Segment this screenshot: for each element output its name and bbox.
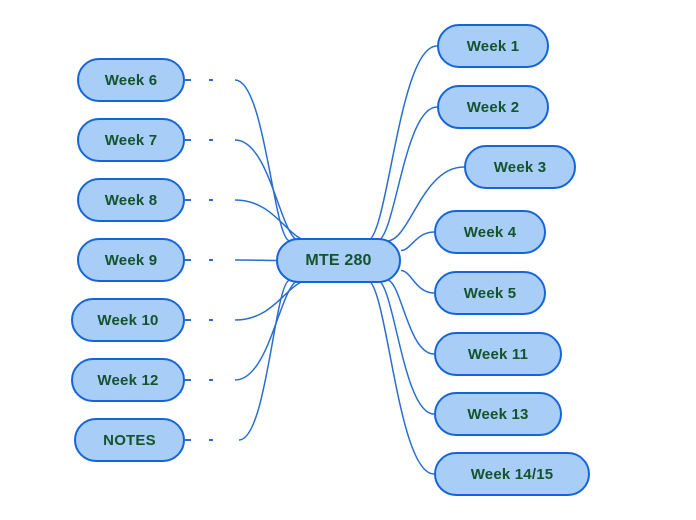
node-week-14-15[interactable]: Week 14/15	[434, 452, 590, 496]
node-week-12[interactable]: Week 12	[71, 358, 185, 402]
center-node[interactable]: MTE 280	[276, 238, 401, 283]
connector-curve	[234, 199, 311, 242]
connector-curve	[376, 279, 435, 415]
connector-curve	[234, 279, 301, 381]
node-label: Week 12	[97, 371, 159, 389]
node-label: NOTES	[103, 431, 156, 449]
connector-stub	[185, 139, 191, 141]
node-label: Week 1	[466, 37, 520, 55]
node-week-5[interactable]: Week 5	[434, 271, 546, 315]
node-week-10[interactable]: Week 10	[71, 298, 185, 342]
connector-stub	[185, 199, 191, 201]
node-label: Week 2	[466, 98, 520, 116]
node-label: Week 13	[467, 405, 529, 423]
node-label: Week 14/15	[470, 465, 554, 483]
connector-curve	[234, 259, 277, 262]
node-label: Week 3	[493, 158, 547, 176]
node-week-9[interactable]: Week 9	[77, 238, 185, 282]
connector-stub	[209, 79, 213, 81]
node-week-3[interactable]: Week 3	[464, 145, 576, 189]
node-label: Week 7	[104, 131, 158, 149]
node-week-1[interactable]: Week 1	[437, 24, 549, 68]
node-week-4[interactable]: Week 4	[434, 210, 546, 254]
node-label: Week 5	[463, 284, 517, 302]
node-label: MTE 280	[305, 251, 372, 269]
node-label: Week 9	[104, 251, 158, 269]
connector-curve	[386, 279, 435, 355]
connector-curve	[366, 45, 438, 242]
connector-stub	[185, 259, 191, 261]
connector-stub	[209, 259, 213, 261]
node-week-13[interactable]: Week 13	[434, 392, 562, 436]
connector-curve	[400, 269, 435, 294]
connector-curve	[234, 139, 301, 242]
connector-stub	[209, 439, 213, 441]
connector-curve	[376, 106, 438, 242]
node-week-2[interactable]: Week 2	[437, 85, 549, 129]
node-label: Week 11	[467, 345, 529, 363]
node-week-8[interactable]: Week 8	[77, 178, 185, 222]
connector-stub	[185, 79, 191, 81]
node-label: Week 10	[97, 311, 159, 329]
node-label: Week 6	[104, 71, 158, 89]
connector-curve	[234, 79, 291, 242]
connector-stub	[185, 439, 191, 441]
connector-stub	[209, 319, 213, 321]
connector-stub	[185, 379, 191, 381]
connector-stub	[185, 319, 191, 321]
connector-curve	[366, 279, 435, 475]
node-label: Week 4	[463, 223, 517, 241]
connector-curve	[238, 279, 291, 441]
node-week-7[interactable]: Week 7	[77, 118, 185, 162]
connector-stub	[209, 379, 213, 381]
node-label: Week 8	[104, 191, 158, 209]
node-notes[interactable]: NOTES	[74, 418, 185, 462]
node-week-6[interactable]: Week 6	[77, 58, 185, 102]
connector-stub	[209, 199, 213, 201]
connector-curve	[400, 231, 435, 252]
node-week-11[interactable]: Week 11	[434, 332, 562, 376]
connector-stub	[209, 139, 213, 141]
connector-curve	[234, 279, 311, 321]
